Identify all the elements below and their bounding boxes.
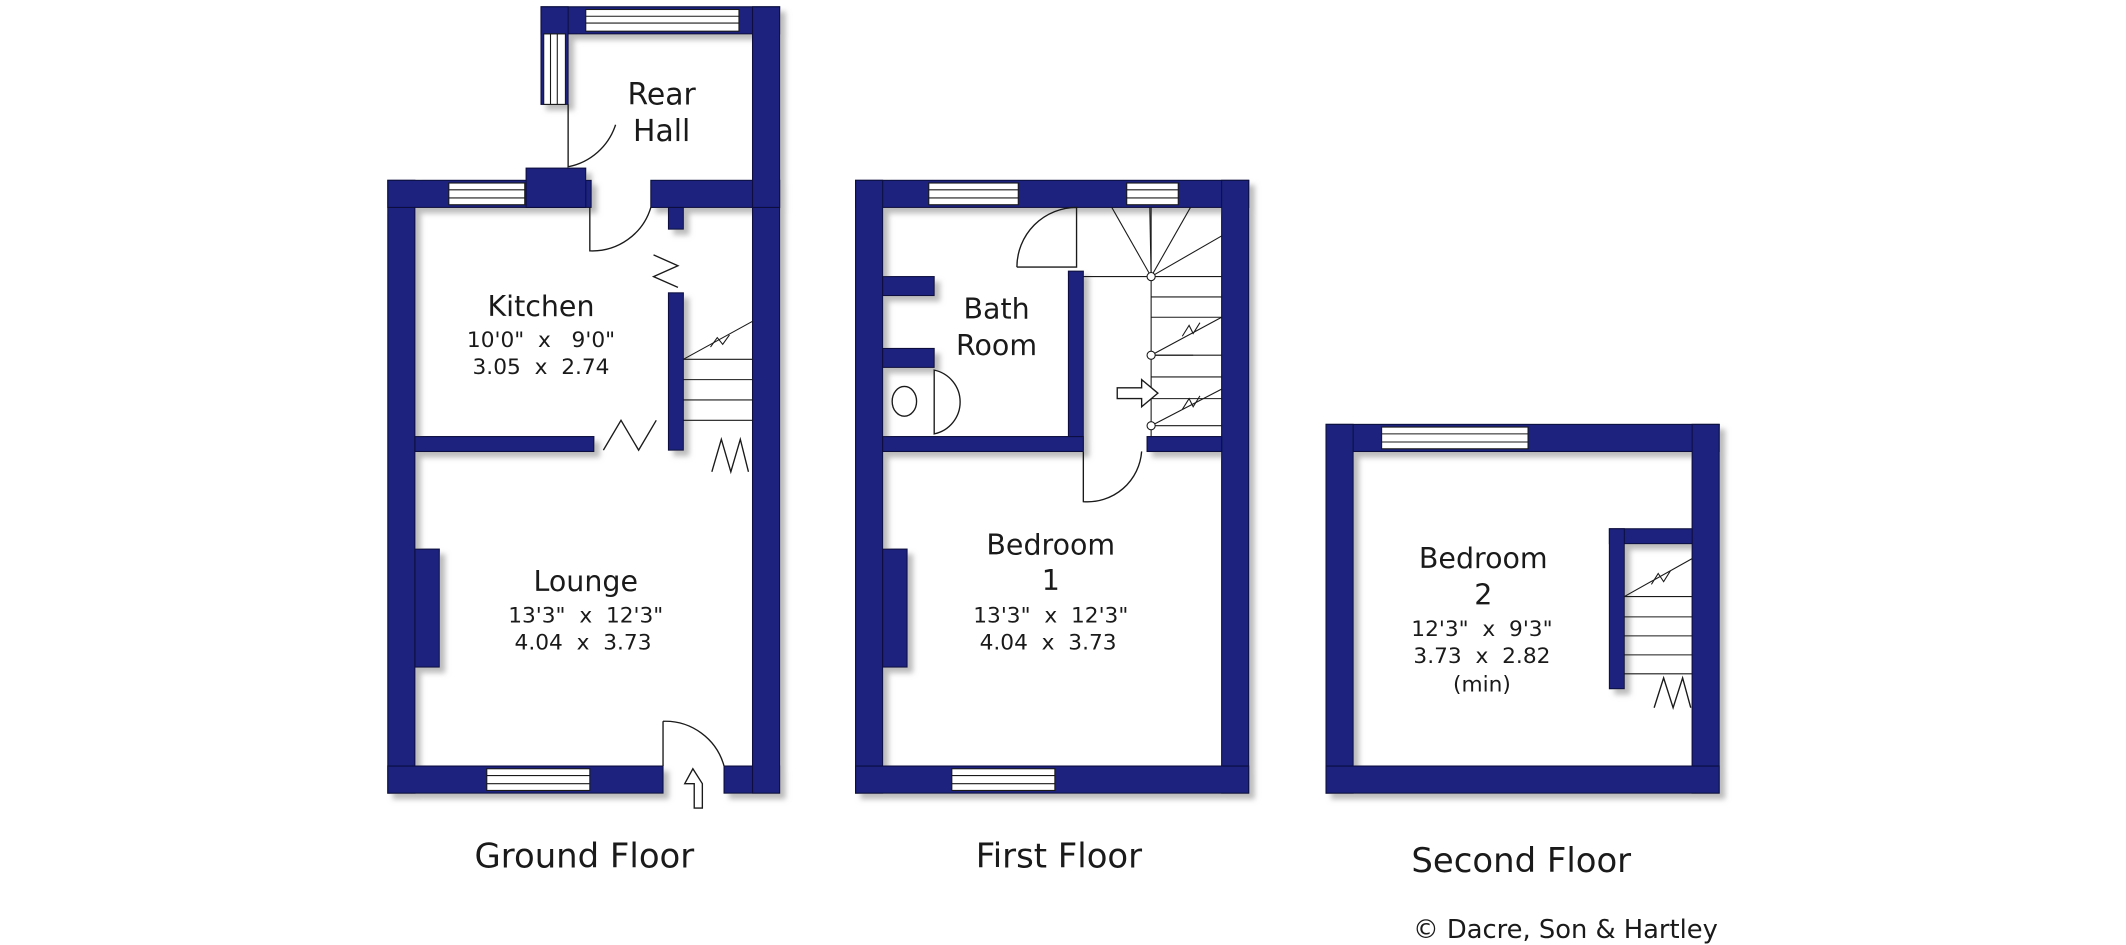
wc-icon: [891, 369, 961, 435]
ground-floor-label: Ground Floor: [475, 837, 695, 876]
window-icon: [543, 33, 566, 105]
window-icon: [448, 182, 526, 206]
bedroom2-metric: 3.73 x 2.82: [1413, 644, 1550, 669]
ground-floor-walls: [387, 6, 781, 794]
lounge-imperial: 13'3" x 12'3": [508, 603, 663, 628]
rear-hall-name-line1: Rear: [628, 77, 697, 112]
window-icon: [951, 768, 1056, 791]
rear-hall-name-line2: Hall: [633, 114, 690, 149]
stair-direction-arrow-icon: [1116, 378, 1159, 409]
lounge-metric: 4.04 x 3.73: [515, 630, 652, 655]
stairs-icon: [683, 320, 753, 421]
window-icon: [486, 768, 591, 791]
bedroom1-name-line1: Bedroom: [986, 529, 1115, 562]
bedroom2-name-line2: 2: [1474, 579, 1492, 612]
window-icon: [1381, 426, 1529, 450]
second-floor-label: Second Floor: [1411, 841, 1631, 880]
first-floor-windows: [928, 182, 1179, 791]
copyright-text: © Dacre, Son & Hartley: [1413, 915, 1718, 945]
entrance-arrow-icon: [683, 767, 704, 809]
first-floor-walls: [855, 179, 1250, 794]
bedroom1-name-line2: 1: [1042, 564, 1060, 597]
door-swing-icon: [1016, 206, 1143, 503]
bifold-door-icon: [602, 254, 750, 475]
second-floor-windows: [1381, 426, 1529, 450]
stairs-icon: [1083, 207, 1222, 437]
window-icon: [585, 8, 740, 32]
bedroom1-metric: 4.04 x 3.73: [980, 630, 1117, 655]
bifold-door-icon: [1653, 675, 1692, 710]
bathroom-name-line1: Bath: [963, 293, 1029, 326]
ground-floor-plan: Rear Hall Kitchen 10'0" x 9'0" 3.05 x 2.…: [387, 6, 781, 876]
bathroom-name-line2: Room: [956, 329, 1037, 362]
bedroom2-imperial: 12'3" x 9'3": [1411, 617, 1552, 642]
bedroom2-note: (min): [1453, 672, 1511, 697]
second-floor-walls: [1325, 423, 1720, 794]
kitchen-name: Kitchen: [488, 290, 595, 323]
ground-floor-windows: [448, 8, 740, 791]
kitchen-imperial: 10'0" x 9'0": [467, 328, 615, 353]
second-floor-plan: Bedroom 2 12'3" x 9'3" 3.73 x 2.82 (min)…: [1325, 423, 1720, 880]
kitchen-metric: 3.05 x 2.74: [473, 355, 610, 380]
lounge-name: Lounge: [534, 565, 638, 598]
door-swing-icon: [567, 104, 725, 767]
stairs-icon: [1624, 558, 1693, 675]
first-floor-plan: Bath Room Bedroom 1 13'3" x 12'3" 4.04 x…: [855, 179, 1250, 876]
window-icon: [1126, 182, 1179, 206]
window-icon: [928, 182, 1019, 206]
bedroom1-imperial: 13'3" x 12'3": [973, 603, 1128, 628]
first-floor-label: First Floor: [976, 837, 1142, 876]
bedroom2-name-line1: Bedroom: [1419, 542, 1548, 575]
